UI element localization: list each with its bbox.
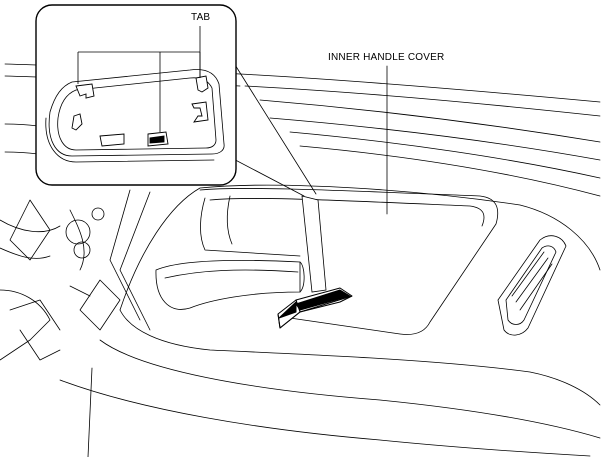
armrest-outline	[59, 184, 601, 457]
door-trim-contour-lines	[4, 63, 601, 197]
inner-handle-cover	[199, 187, 499, 335]
tab-detail-inset	[35, 4, 237, 186]
lock-knob-recess	[497, 235, 567, 336]
door-internal-mechanism	[0, 189, 151, 361]
cover-tabs	[71, 75, 209, 147]
inner-handle	[155, 195, 305, 310]
inner-handle-cover-label: INNER HANDLE COVER	[328, 52, 445, 63]
tab-leader-lines	[77, 26, 201, 132]
tab-label: TAB	[191, 12, 211, 23]
inset-callout-lines	[223, 59, 317, 197]
pry-tool	[301, 195, 327, 293]
arrow-icon	[277, 287, 353, 329]
